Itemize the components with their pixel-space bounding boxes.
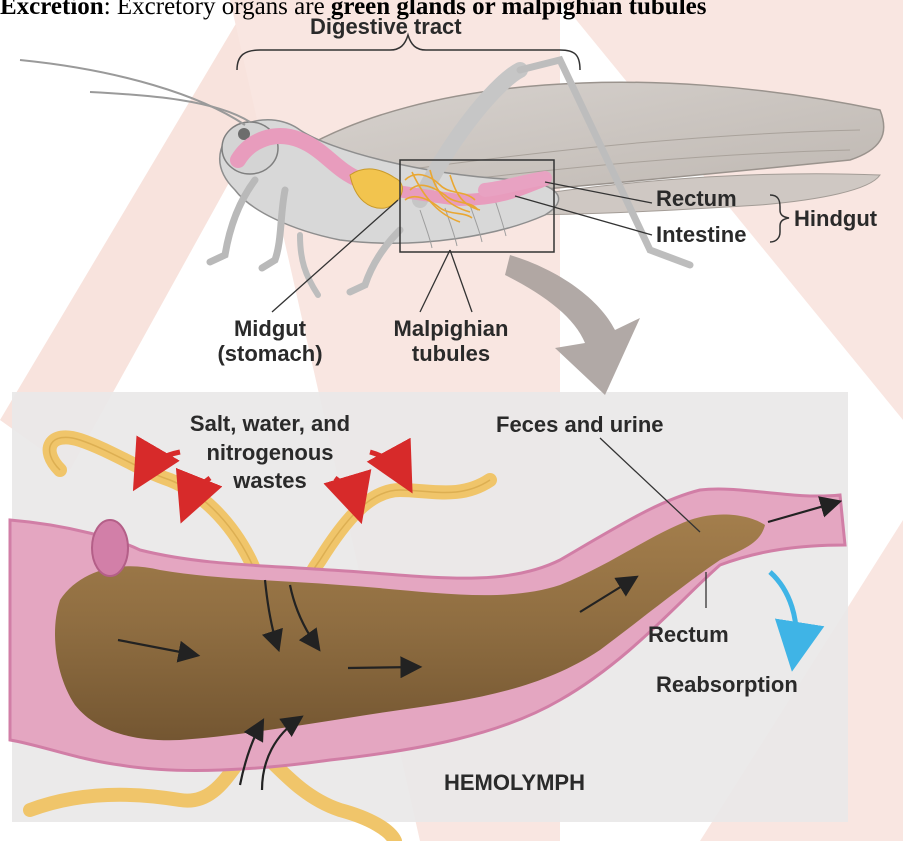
label-malpighian: Malpighian tubules xyxy=(376,316,526,367)
label-midgut: Midgut (stomach) xyxy=(205,316,335,367)
label-salt-water: Salt, water, and nitrogenous wastes xyxy=(160,410,380,496)
label-midgut-line1: Midgut xyxy=(205,316,335,341)
label-salt-line1: Salt, water, and xyxy=(160,410,380,439)
label-reabsorption: Reabsorption xyxy=(656,672,798,697)
label-intestine: Intestine xyxy=(656,222,746,247)
label-rectum-top: Rectum xyxy=(656,186,737,211)
label-malpighian-line2: tubules xyxy=(376,341,526,366)
caption-middle: : Excretory organs are xyxy=(104,0,331,20)
label-malpighian-line1: Malpighian xyxy=(376,316,526,341)
label-rectum-bottom: Rectum xyxy=(648,622,729,647)
label-hemolymph: HEMOLYMPH xyxy=(444,770,585,795)
label-salt-line3: wastes xyxy=(160,467,380,496)
label-midgut-line2: (stomach) xyxy=(205,341,335,366)
label-hindgut: Hindgut xyxy=(794,206,877,231)
label-salt-line2: nitrogenous xyxy=(160,439,380,468)
label-feces-urine: Feces and urine xyxy=(496,412,664,437)
label-digestive-tract: Digestive tract xyxy=(310,14,462,39)
caption-prefix: Excretion xyxy=(0,0,104,20)
